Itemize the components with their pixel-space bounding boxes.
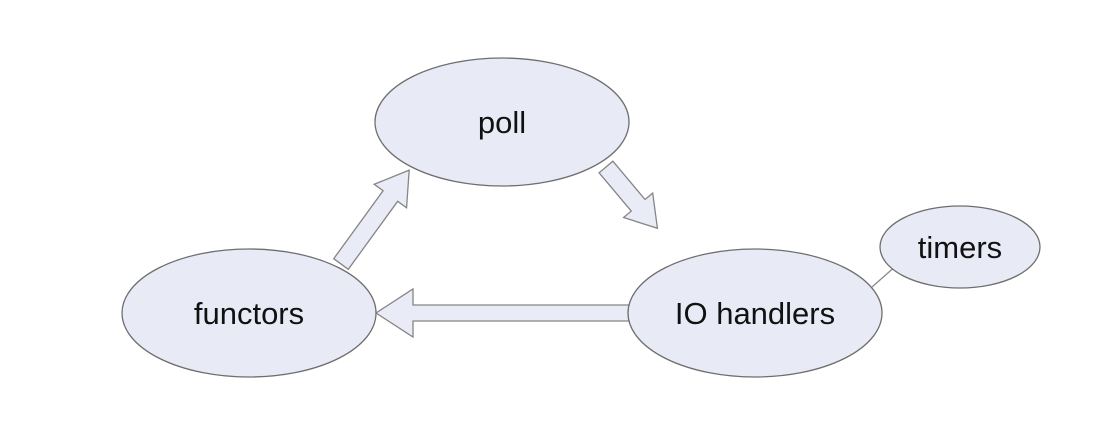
node-functors: functors [121, 248, 377, 378]
io-handlers-label: IO handlers [675, 296, 835, 331]
node-io-handlers: IO handlers [627, 248, 883, 378]
poll-ellipse [374, 57, 630, 187]
timers-ellipse [879, 205, 1041, 289]
timers-label: timers [918, 230, 1002, 265]
node-timers: timers [879, 205, 1041, 289]
functors-ellipse [121, 248, 377, 378]
arrow-poll-to-io-handlers [598, 160, 659, 230]
node-poll: poll [374, 57, 630, 187]
functors-label: functors [194, 296, 304, 331]
poll-label: poll [478, 105, 526, 140]
arrow-io-handlers-to-functors [374, 287, 631, 339]
io-handlers-ellipse [627, 248, 883, 378]
arrow-functors-to-poll [332, 169, 410, 271]
